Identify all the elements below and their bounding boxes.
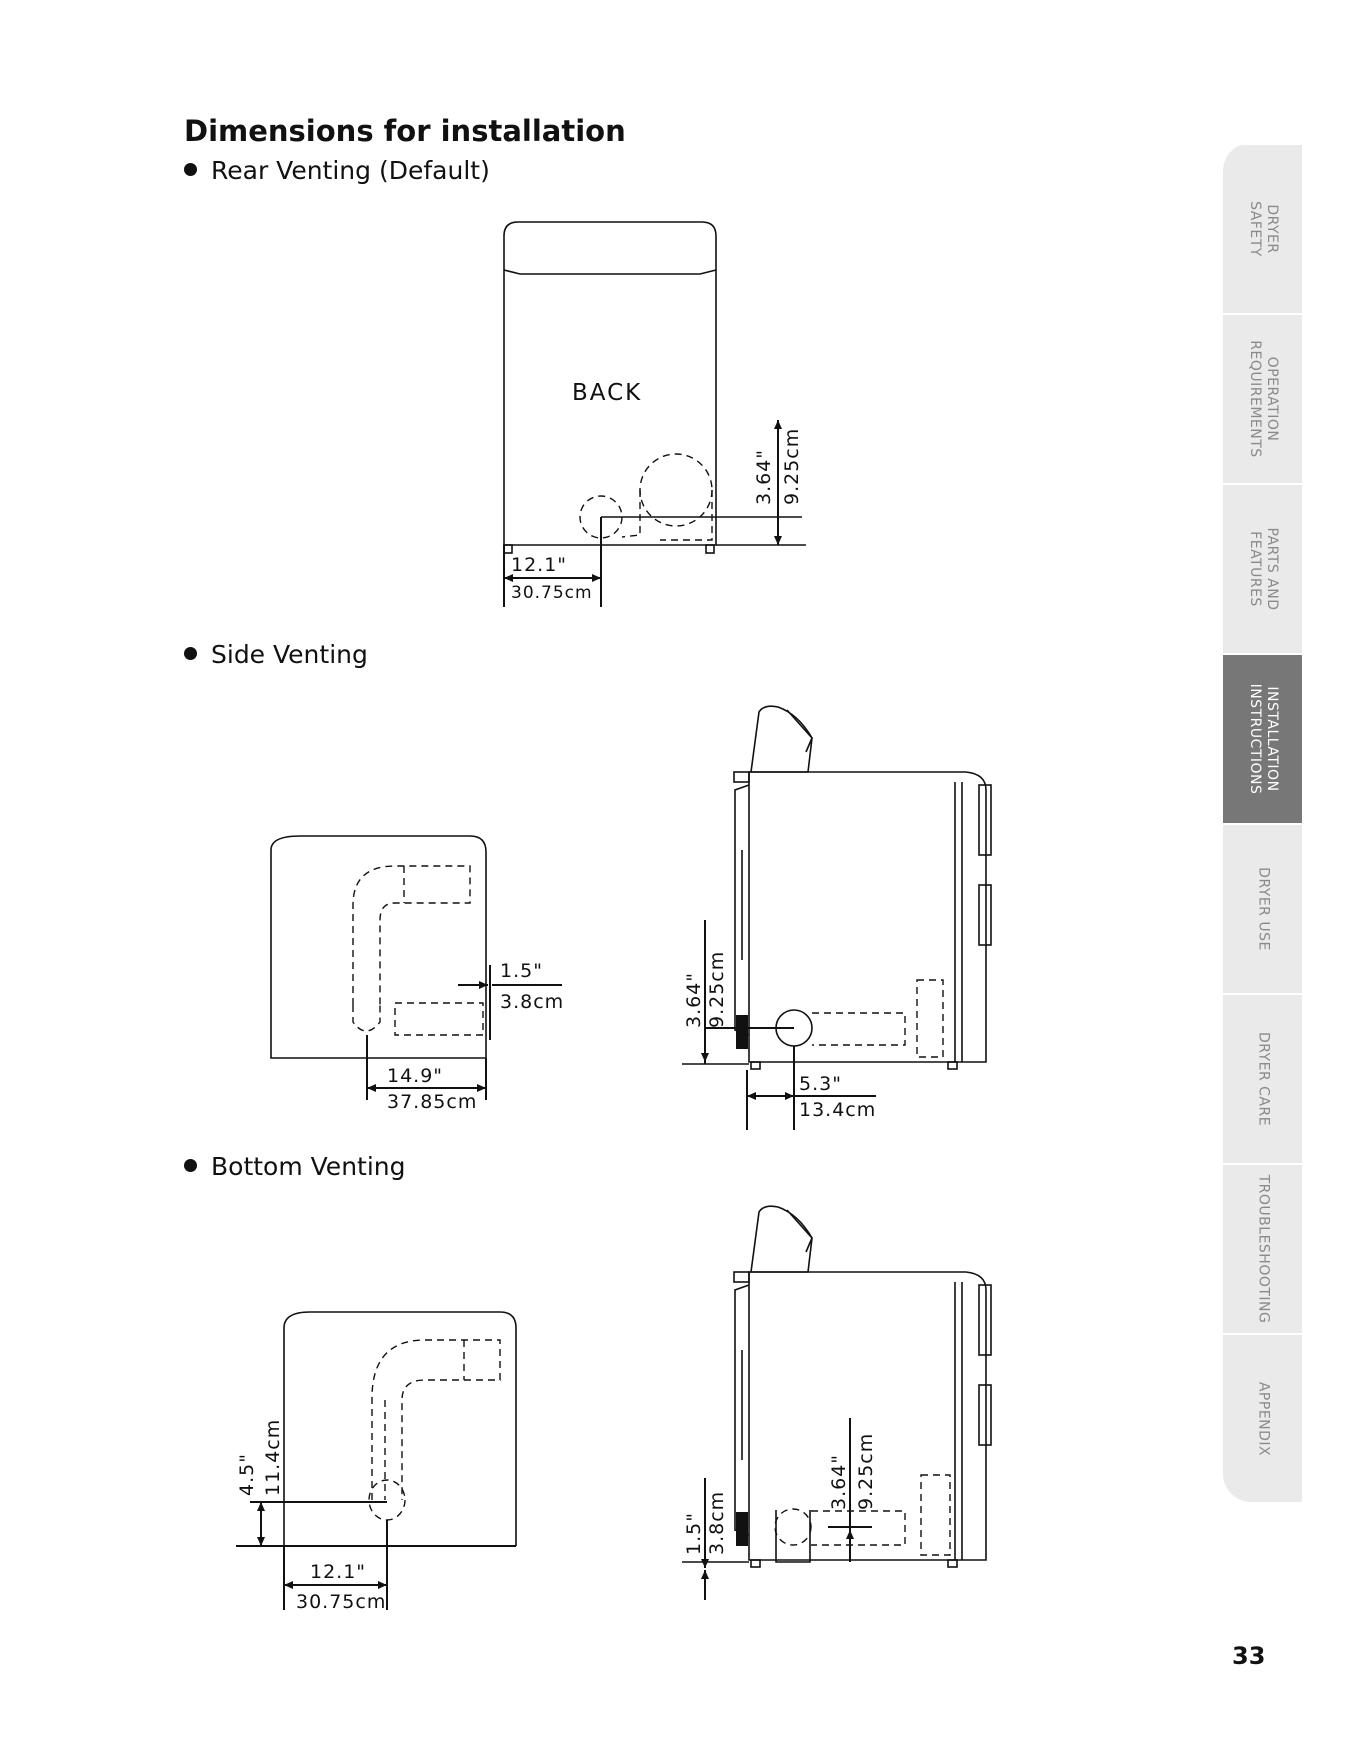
bottom-high-cm: 9.25cm: [855, 1433, 877, 1510]
bottom-side-rear-box-2: [978, 1384, 992, 1446]
side-depth-in: 1.5": [500, 960, 543, 982]
side-side-vent-port: [736, 1015, 748, 1049]
rear-foot-left: [503, 544, 513, 554]
bottom-side-top-lip: [733, 1271, 750, 1283]
bottom-side-exhaust-box: [920, 1474, 951, 1556]
bottom-side-exhaust-duct: [811, 1510, 906, 1546]
bottom-side-control-knob: [786, 1209, 813, 1253]
side-height-in: 3.64": [683, 972, 705, 1028]
bullet-dot: [184, 646, 197, 660]
side-side-rear-edge: [954, 782, 963, 1062]
bullet-dot: [184, 1158, 197, 1172]
bottom-height-in: 4.5": [236, 1453, 258, 1496]
side-side-control-panel: [750, 705, 813, 773]
side-height-cm: 9.25cm: [706, 951, 728, 1028]
side-width-cm: 37.85cm: [387, 1091, 477, 1113]
side-depth-cm: 3.8cm: [500, 991, 564, 1013]
bullet-dot: [184, 162, 197, 176]
bottom-side-foot-right: [947, 1559, 958, 1568]
bottom-rear-vent-circle: [368, 1479, 406, 1521]
tab-installation-instructions[interactable]: INSTALLATION INSTRUCTIONS: [1223, 653, 1302, 823]
side-side-top-lip: [733, 771, 750, 783]
bottom-height-cm: 11.4cm: [262, 1419, 284, 1496]
bottom-venting-side-view: 1.5" 3.8cm 3.64" 9.25cm: [682, 1205, 992, 1600]
section-title-bottom-venting: Bottom Venting: [184, 1152, 406, 1181]
side-venting-side-view: 3.64" 9.25cm 5.3" 13.4cm: [682, 705, 992, 1130]
rear-height-cm: 9.25cm: [781, 428, 803, 505]
bottom-high-in: 3.64": [828, 1454, 850, 1510]
rear-dryer-top-panel: [503, 269, 717, 275]
bottom-side-dryer-body: [748, 1271, 987, 1561]
rear-duct-circle-large: [639, 453, 713, 527]
bottom-rear-duct-elbow: [371, 1339, 501, 1500]
tab-dryer-safety[interactable]: DRYER SAFETY: [1223, 143, 1302, 313]
side-rear-duct-elbow: [352, 865, 471, 1005]
chapter-tabs: DRYER SAFETY OPERATION REQUIREMENTS PART…: [1223, 143, 1302, 1502]
page-heading: Dimensions for installation: [184, 114, 626, 148]
tab-parts-and-features[interactable]: PARTS AND FEATURES: [1223, 483, 1302, 653]
bottom-low-in: 1.5": [683, 1512, 705, 1555]
bottom-side-vent-port: [736, 1512, 748, 1546]
tab-operation-requirements[interactable]: OPERATION REQUIREMENTS: [1223, 313, 1302, 483]
side-side-rear-box-1: [978, 784, 992, 856]
side-side-control-knob: [786, 709, 813, 753]
side-rear-duct-bottom: [352, 1005, 381, 1032]
side-side-rear-box-2: [978, 884, 992, 946]
bottom-width-cm: 30.75cm: [296, 1591, 386, 1613]
rear-width-cm: 30.75cm: [511, 583, 593, 603]
rear-duct-path: [621, 490, 713, 541]
rear-height-in: 3.64": [753, 449, 775, 505]
bottom-side-foot-left: [750, 1559, 761, 1568]
section-title-rear-venting: Rear Venting (Default): [184, 156, 490, 185]
bottom-width-in: 12.1": [310, 1561, 366, 1583]
tab-dryer-care[interactable]: DRYER CARE: [1223, 993, 1302, 1163]
side-side-dryer-body: [748, 771, 987, 1063]
side-side-foot-left: [750, 1061, 761, 1070]
page-number: 33: [1232, 1642, 1266, 1670]
tab-dryer-use[interactable]: DRYER USE: [1223, 823, 1302, 993]
bottom-side-control-panel: [750, 1205, 813, 1273]
tab-appendix[interactable]: APPENDIX: [1223, 1333, 1302, 1502]
bottom-rear-dryer-outline: [283, 1311, 517, 1546]
side-side-exhaust-duct: [812, 1012, 906, 1046]
side-width-in: 14.9": [387, 1065, 443, 1087]
rear-foot-right: [705, 544, 715, 554]
side-side-foot-right: [947, 1061, 958, 1070]
bottom-side-rear-edge: [954, 1282, 963, 1560]
bottom-venting-rear-view: 4.5" 11.4cm 12.1" 30.75cm: [236, 1311, 517, 1613]
side-rear-exhaust-duct: [394, 1002, 484, 1036]
side-offset-cm: 13.4cm: [799, 1099, 876, 1121]
bottom-side-vent-outlet: [775, 1510, 811, 1563]
rear-dryer-outline: [503, 221, 717, 546]
side-rear-dryer-outline: [270, 835, 487, 1059]
bottom-side-vent-circle: [774, 1508, 812, 1546]
side-side-exhaust-box: [916, 979, 944, 1058]
section-title-side-venting: Side Venting: [184, 640, 368, 669]
rear-width-in: 12.1": [511, 554, 567, 576]
side-offset-in: 5.3": [799, 1073, 842, 1095]
bottom-side-rear-box-1: [978, 1284, 992, 1356]
rear-venting-diagram: BACK 3.64" 9.25cm 12.1" 30.75cm: [503, 221, 806, 607]
side-venting-rear-view: 14.9" 37.85cm 1.5" 3.8cm: [270, 835, 564, 1113]
rear-back-label: BACK: [572, 380, 642, 406]
bottom-low-cm: 3.8cm: [706, 1491, 728, 1555]
tab-troubleshooting[interactable]: TROUBLESHOOTING: [1223, 1163, 1302, 1333]
